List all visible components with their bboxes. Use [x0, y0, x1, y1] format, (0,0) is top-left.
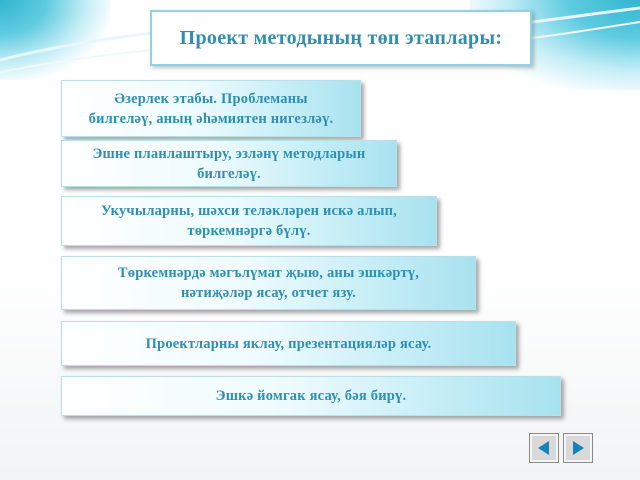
step-box-4: Төркемнәрдә мәгълүмат җыю, аны эшкәртү, … — [61, 256, 476, 310]
step-text-5: Проектларны яклау, презентацияләр ясау. — [145, 335, 432, 352]
arrow-left-icon — [538, 441, 549, 455]
slide-title: Проект методының төп этаплары: — [179, 26, 503, 49]
title-box: Проект методының төп этаплары: — [150, 10, 532, 66]
step-box-6: Эшкә йомгак ясау, бәя бирү. — [61, 376, 561, 416]
back-button[interactable] — [529, 433, 559, 463]
step-text-3: Укучыларны, шәхси теләкләрен искә алып, … — [100, 203, 397, 239]
step-text-6: Эшкә йомгак ясау, бәя бирү. — [215, 388, 407, 404]
step-text-4: Төркемнәрдә мәгълүмат җыю, аны эшкәртү, … — [117, 265, 420, 301]
step-box-5: Проектларны яклау, презентацияләр ясау. — [61, 321, 516, 366]
step-text-2: Эшне планлаштыру, эзләнү методларын билг… — [92, 145, 366, 182]
arrow-right-icon — [573, 441, 584, 455]
step-box-2: Эшне планлаштыру, эзләнү методларын билг… — [61, 140, 397, 187]
step-text-1: Әзерлек этабы. Проблеманы билгеләү, аның… — [88, 90, 334, 127]
next-button[interactable] — [563, 433, 593, 463]
step-box-3: Укучыларны, шәхси теләкләрен искә алып, … — [61, 196, 437, 246]
step-box-1: Әзерлек этабы. Проблеманы билгеләү, аның… — [61, 80, 361, 137]
